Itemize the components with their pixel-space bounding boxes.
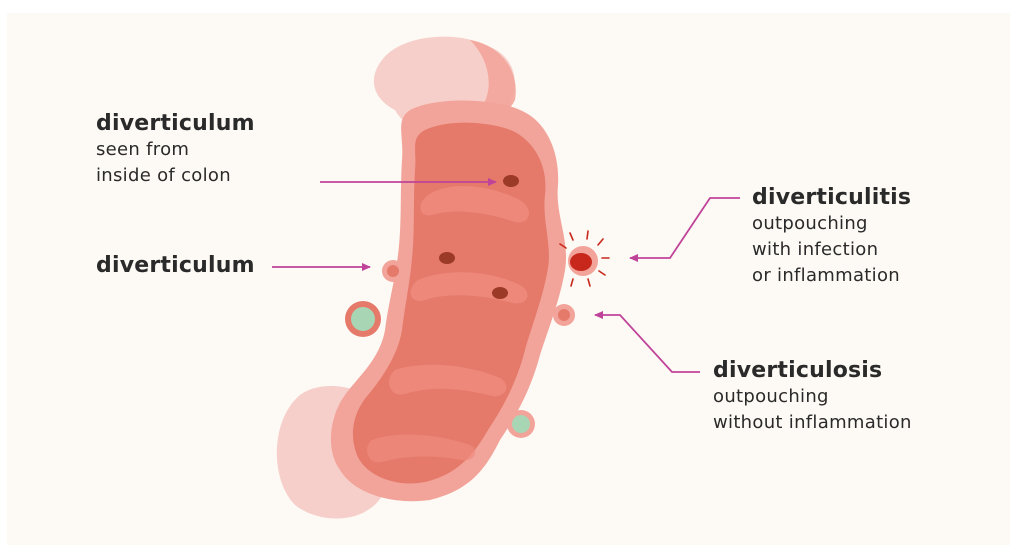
diverticulum-opening	[439, 252, 455, 264]
label-diverticulosis: diverticulosis outpouching without infla…	[713, 358, 912, 436]
arrow-diverticulosis	[595, 315, 700, 372]
diverticulosis-pouch-inner	[558, 309, 570, 321]
diverticulum-opening	[492, 287, 508, 299]
label-line: seen from	[96, 137, 255, 163]
label-title: diverticulitis	[752, 185, 911, 211]
label-diverticulitis: diverticulitis outpouching with infectio…	[752, 185, 911, 289]
diverticulum-pouch-inner	[387, 265, 399, 277]
label-line: or inflammation	[752, 263, 911, 289]
label-title: diverticulum	[96, 253, 255, 279]
label-title: diverticulum	[96, 111, 255, 137]
label-line: with infection	[752, 237, 911, 263]
label-diverticulum: diverticulum	[96, 253, 255, 279]
label-line: outpouching	[752, 211, 911, 237]
label-inside-diverticulum: diverticulum seen from inside of colon	[96, 111, 255, 189]
diverticulum-opening	[503, 175, 519, 187]
arrow-diverticulitis	[630, 198, 740, 258]
label-line: without inflammation	[713, 410, 912, 436]
diverticulitis-core	[570, 253, 592, 271]
label-line: outpouching	[713, 384, 912, 410]
label-line: inside of colon	[96, 163, 255, 189]
label-title: diverticulosis	[713, 358, 912, 384]
green-pouch-inner	[512, 415, 530, 433]
green-pouch-inner	[351, 307, 375, 331]
